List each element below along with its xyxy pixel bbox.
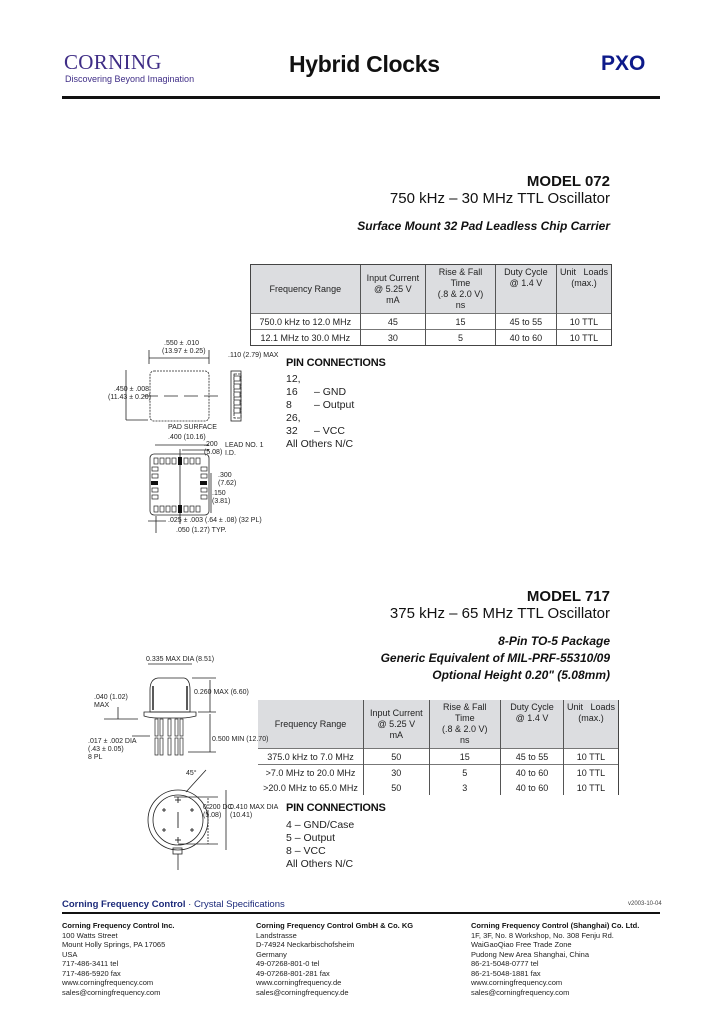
- dim-pin-circle-mm: (5.08): [203, 812, 222, 819]
- pin-line: 26, 32– VCC: [286, 412, 345, 437]
- dim-pad-span: .300: [218, 472, 232, 479]
- pin-line: 8 – VCC: [286, 845, 326, 857]
- logo-tagline: Discovering Beyond Imagination: [65, 74, 195, 84]
- dim-pad-offset: .200: [204, 441, 218, 448]
- model-717-package-line: 8-Pin TO-5 Package: [498, 634, 610, 648]
- website-link[interactable]: www.corningfrequency.com: [471, 978, 563, 987]
- to5-package-outline-icon: [104, 663, 227, 870]
- table-row: >7.0 MHz to 20.0 MHz 30 5 40 to 60 10 TT…: [258, 764, 618, 780]
- dim-pad-spacing: .050 (1.27) TYP.: [176, 527, 227, 534]
- dim-top-width-mm: (13.97 ± 0.25): [162, 348, 206, 355]
- dim-pin-circle: 0.200 DC: [203, 804, 233, 811]
- col-frequency-range: Frequency Range: [258, 700, 364, 749]
- dim-angle: 45°: [186, 770, 197, 777]
- dim-body-height: 0.260 MAX (6.60): [194, 689, 249, 696]
- office-germany: Corning Frequency Control GmbH & Co. KG …: [256, 921, 414, 997]
- col-duty-cycle: Duty Cycle@ 1.4 V: [494, 265, 557, 314]
- table-row: 12.1 MHz to 30.0 MHz 30 5 40 to 60 10 TT…: [251, 329, 611, 345]
- dim-outer-diameter: 0.410 MAX DIA: [230, 804, 279, 811]
- dim-lead-diameter: .017 ± .002 DIA: [88, 738, 137, 745]
- dim-flange-max: MAX: [94, 702, 110, 709]
- dim-lead-length: 0.500 MIN (12.70): [212, 736, 269, 743]
- col-frequency-range: Frequency Range: [251, 265, 361, 314]
- model-072-title: MODEL 072: [526, 173, 610, 190]
- dim-lead-no-1: LEAD NO. 1: [225, 442, 264, 449]
- email-link[interactable]: sales@corningfrequency.com: [62, 987, 161, 997]
- col-unit-loads: Unit Loads(max.): [562, 700, 618, 749]
- dim-pad-pitch-mm: (3.81): [212, 498, 231, 505]
- model-717-package-line: Optional Height 0.20" (5.08mm): [432, 668, 610, 682]
- page-title: Hybrid Clocks: [289, 51, 440, 77]
- dim-thickness: .110 (2.79) MAX: [228, 352, 279, 359]
- dim-side-height-mm: (11.43 ± 0.20): [108, 394, 152, 401]
- corning-logo: CORNING: [64, 50, 162, 74]
- col-rise-fall-time: Rise & Fall Time(.8 & 2.0 V)ns: [425, 265, 496, 314]
- email-link[interactable]: sales@corningfrequency.com: [471, 987, 570, 997]
- header-divider: [62, 96, 660, 99]
- model-072-package: Surface Mount 32 Pad Leadless Chip Carri…: [357, 219, 610, 233]
- model-717-title: MODEL 717: [526, 588, 610, 605]
- dim-flange: .040 (1.02): [94, 694, 128, 701]
- email-link[interactable]: sales@corningfrequency.de: [256, 987, 349, 997]
- model-072-subtitle: 750 kHz – 30 MHz TTL Oscillator: [389, 190, 610, 207]
- footer-divider: [62, 912, 660, 914]
- dim-lead-diameter-mm: (.43 ± 0.05): [88, 746, 124, 753]
- dim-side-height: .450 ± .008: [114, 386, 149, 393]
- model-717-package-line: Generic Equivalent of MIL-PRF-55310/09: [380, 651, 610, 665]
- dim-can-diameter: 0.335 MAX DIA (8.51): [146, 656, 215, 663]
- dim-lead-count: 8 PL: [88, 754, 103, 761]
- pins-title: PIN CONNECTIONS: [286, 357, 386, 369]
- pin-line: All Others N/C: [286, 438, 354, 450]
- table-row: 750.0 kHz to 12.0 MHz 45 15 45 to 55 10 …: [251, 313, 611, 330]
- model-072-pin-connections: PIN CONNECTIONS 12, 16– GND 8– Output 26…: [286, 357, 386, 451]
- series-code: PXO: [601, 52, 646, 75]
- dim-pad-span-mm: (7.62): [218, 480, 237, 487]
- dim-pad-offset-mm: (5.08): [204, 449, 223, 456]
- dim-outer-diameter-mm: (10.41): [230, 812, 253, 819]
- pin-line: 8– Output: [286, 399, 355, 411]
- dim-top-width: .550 ± .010: [164, 340, 199, 347]
- dim-bottom-width: .400 (10.16): [168, 434, 206, 441]
- website-link[interactable]: www.corningfrequency.com: [62, 978, 154, 987]
- table-row: 375.0 kHz to 7.0 MHz 50 15 45 to 55 10 T…: [258, 748, 618, 765]
- pin-line: 4 – GND/Case: [286, 819, 355, 831]
- dim-lead-id: I.D.: [225, 450, 236, 457]
- pin-line: All Others N/C: [286, 858, 354, 870]
- model-717-to5-drawing: 0.335 MAX DIA (8.51) .040 (1.02) MAX 0.2…: [88, 652, 288, 882]
- footer-brand: Corning Frequency Control · Crystal Spec…: [62, 899, 285, 910]
- footer-doc-code: v2003-10-04: [628, 901, 662, 907]
- website-link[interactable]: www.corningfrequency.de: [256, 978, 342, 987]
- col-duty-cycle: Duty Cycle@ 1.4 V: [500, 700, 564, 749]
- dim-pad-pitch: .150: [212, 490, 226, 497]
- pins-title: PIN CONNECTIONS: [286, 802, 386, 814]
- pin-line: 12, 16– GND: [286, 373, 347, 398]
- office-shanghai: Corning Frequency Control (Shanghai) Co.…: [471, 921, 640, 997]
- col-unit-loads: Unit Loads(max.): [555, 265, 611, 314]
- pin-line: 5 – Output: [286, 832, 336, 844]
- col-rise-fall-time: Rise & Fall Time(.8 & 2.0 V)ns: [428, 700, 501, 749]
- table-row: >20.0 MHz to 65.0 MHz 50 3 40 to 60 10 T…: [258, 780, 618, 795]
- dim-pad-width: .025 ± .003 (.64 ± .08) (32 PL): [168, 517, 262, 524]
- model-717-pin-connections: PIN CONNECTIONS 4 – GND/Case 5 – Output …: [286, 802, 386, 871]
- dim-pad-surface: PAD SURFACE: [168, 424, 217, 431]
- model-717-subtitle: 375 kHz – 65 MHz TTL Oscillator: [389, 605, 610, 622]
- lcc-package-outline-icon: [125, 350, 242, 533]
- model-072-lcc-drawing: .550 ± .010 (13.97 ± 0.25) .110 (2.79) M…: [88, 338, 288, 538]
- office-usa: Corning Frequency Control Inc. 100 Watts…: [62, 921, 175, 997]
